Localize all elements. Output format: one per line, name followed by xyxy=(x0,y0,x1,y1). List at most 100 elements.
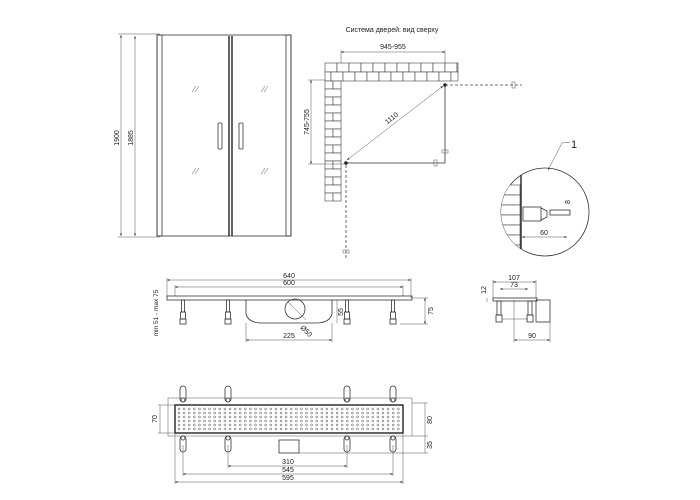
perforation-hole xyxy=(371,423,375,427)
perforation-hole xyxy=(223,423,227,427)
perforation-hole xyxy=(366,423,369,427)
perforation-hole xyxy=(376,427,380,431)
leg-foot xyxy=(179,318,187,325)
wall-profile-left xyxy=(156,34,163,237)
perforation-hole xyxy=(193,427,196,431)
outlet-box xyxy=(278,439,300,454)
perforation-hole xyxy=(279,419,283,423)
perforation-hole xyxy=(233,427,237,431)
perforation-hole xyxy=(361,415,364,419)
perforation-hole xyxy=(351,427,354,431)
brick xyxy=(402,71,416,82)
perforation-hole xyxy=(315,407,318,411)
brick xyxy=(390,71,404,82)
brick xyxy=(332,128,342,138)
perforation-hole xyxy=(177,411,181,415)
drain-side-view: 640 600 Ø50 225 55 75 min 51 - max 75 xyxy=(153,273,435,342)
perforation-hole xyxy=(371,411,375,415)
perforation-hole xyxy=(259,427,262,431)
perforation-hole xyxy=(366,415,369,419)
brick xyxy=(332,192,342,202)
perforation-hole xyxy=(213,419,216,423)
perforation-hole xyxy=(397,415,400,419)
dimension-adjust-range: min 51 - max 75 xyxy=(153,289,160,336)
perforation-hole xyxy=(249,415,252,419)
screw-head xyxy=(225,397,231,403)
perforation-hole xyxy=(187,415,191,419)
perforation-hole xyxy=(386,407,390,411)
perforation-hole xyxy=(320,419,324,423)
dimension-span-outer: 595 xyxy=(282,475,294,482)
perforation-hole xyxy=(335,415,339,419)
perforation-hole xyxy=(391,419,395,423)
perforation-hole xyxy=(274,407,278,411)
leg-foot xyxy=(389,318,397,325)
perforation-hole xyxy=(213,423,216,427)
perforation-hole xyxy=(320,415,324,419)
adjustable-legs xyxy=(179,299,397,325)
perforation-hole xyxy=(340,427,344,431)
perforation-hole xyxy=(264,427,267,431)
detail-gap: 8 xyxy=(565,200,572,204)
brick xyxy=(324,192,334,202)
perforation-hole xyxy=(356,419,359,423)
perforation-hole xyxy=(320,411,324,415)
perforation-hole xyxy=(376,411,380,415)
perforation-hole xyxy=(381,415,385,419)
perforation-hole xyxy=(223,411,227,415)
perforation-hole xyxy=(208,419,211,423)
brick xyxy=(324,120,342,130)
brick xyxy=(354,71,368,82)
perforation-hole xyxy=(269,427,273,431)
perforation-hole xyxy=(198,427,201,431)
drain-top-view: 70 80 35 310 545 595 xyxy=(152,385,434,484)
perforation-hole xyxy=(386,419,390,423)
screw-head xyxy=(390,397,396,403)
perforation-hole xyxy=(228,427,232,431)
dimension-height-door: 1885 xyxy=(128,130,135,146)
perforation-hole xyxy=(330,423,334,427)
door-frame xyxy=(156,34,292,237)
perforation-hole xyxy=(259,411,262,415)
door-handle-left xyxy=(217,122,223,150)
perforation-hole xyxy=(244,423,247,427)
perforation-hole xyxy=(376,419,380,423)
dimension-height: 75 xyxy=(428,307,435,315)
perforation-hole xyxy=(376,423,380,427)
perforation-hole xyxy=(295,427,298,431)
perforation-hole xyxy=(203,427,206,431)
brick xyxy=(324,128,334,138)
perforation-hole xyxy=(315,423,318,427)
profile-detail: 1 60 8 xyxy=(500,139,590,257)
door-handle-right xyxy=(238,122,244,150)
perforation-hole xyxy=(274,423,278,427)
brick xyxy=(324,160,334,170)
perforation-hole xyxy=(264,419,267,423)
perforation-hole xyxy=(279,407,283,411)
perforation-hole xyxy=(269,419,273,423)
perforation-hole xyxy=(289,411,293,415)
perforation-hole xyxy=(361,419,364,423)
perforation-hole xyxy=(381,407,385,411)
dimension-end-width-total: 107 xyxy=(508,275,520,282)
leg-screw xyxy=(225,311,231,320)
perforation-hole xyxy=(351,407,354,411)
perforation-hole xyxy=(397,411,400,415)
perforation-hole xyxy=(356,407,359,411)
perforation-hole xyxy=(218,419,222,423)
perforation-hole xyxy=(228,419,232,423)
brick xyxy=(332,144,342,154)
brick xyxy=(360,62,374,73)
perforation-hole xyxy=(284,419,288,423)
leg-foot xyxy=(224,318,232,325)
perforation-hole xyxy=(218,427,222,431)
perforation-hole xyxy=(233,407,237,411)
perforation-hole xyxy=(335,407,339,411)
brick xyxy=(324,176,334,186)
perforation-hole xyxy=(238,423,242,427)
perforation-hole xyxy=(177,407,181,411)
drain-channel xyxy=(166,295,413,301)
perforation-hole xyxy=(300,423,303,427)
perforation-hole xyxy=(356,411,359,415)
perforation-hole xyxy=(238,411,242,415)
